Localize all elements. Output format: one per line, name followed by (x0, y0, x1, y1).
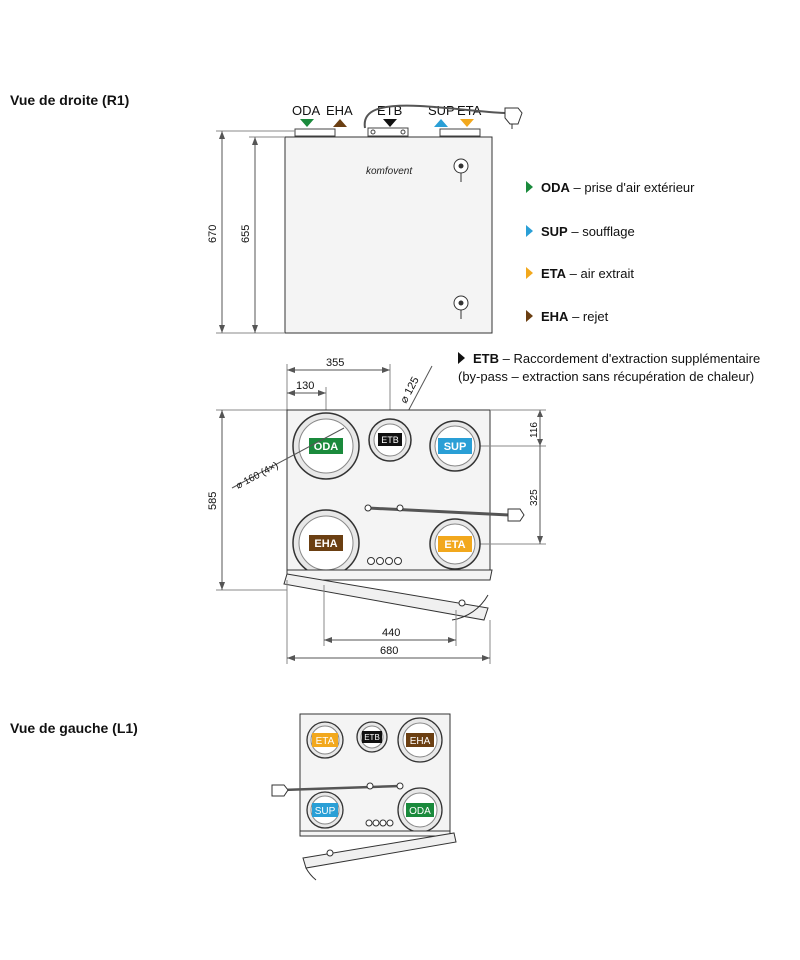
arrow-eta-down (460, 119, 474, 127)
port-oda: ODA (292, 412, 360, 480)
etb-note-code: ETB (473, 351, 499, 366)
dim-325: 325 (529, 489, 540, 506)
legend-eha-code: EHA (541, 309, 569, 324)
dim-680: 680 (380, 645, 398, 657)
dim-655: 655 (240, 225, 252, 243)
port-label-sup: SUP (444, 441, 467, 453)
legend-item-oda: ODA – prise d'air extérieur (526, 180, 694, 195)
etb-note-text1: – Raccordement d'extraction supplémentai… (499, 351, 761, 366)
left-port-sup: SUP (306, 791, 344, 829)
legend-oda-code: ODA (541, 180, 570, 195)
port-etb: ETB (368, 418, 412, 462)
port-eha: EHA (292, 509, 360, 577)
etb-note-icon (458, 352, 465, 364)
top-label-sup: SUP (428, 103, 455, 118)
power-cable (363, 104, 506, 129)
top-label-eha: EHA (326, 103, 353, 118)
port-eta: ETA (429, 518, 481, 570)
legend-sup-code: SUP (541, 224, 568, 239)
port-label-etb: ETB (381, 435, 399, 445)
dim-585: 585 (207, 492, 219, 510)
dim-355: 355 (326, 357, 344, 369)
arrow-eha-up (333, 119, 347, 127)
top-view: 355 130 ⌀ 125 97 585 116 325 (207, 357, 546, 664)
legend-sup-text: – soufflage (567, 224, 635, 239)
left-port-label-etb: ETB (364, 733, 380, 742)
legend: ODA – prise d'air extérieur SUP – souffl… (526, 180, 796, 330)
legend-sup-icon (526, 225, 533, 237)
legend-item-eta: ETA – air extrait (526, 266, 634, 281)
arrow-etb-down (383, 119, 397, 127)
legend-eha-icon (526, 310, 533, 322)
port-label-eha: EHA (314, 538, 337, 550)
port-label-oda: ODA (314, 441, 339, 453)
dim-116: 116 (529, 422, 540, 438)
legend-item-eha: EHA – rejet (526, 309, 608, 324)
legend-item-sup: SUP – soufflage (526, 224, 635, 239)
dim-130: 130 (296, 380, 314, 392)
etb-note-line1: ETB – Raccordement d'extraction suppléme… (458, 351, 760, 366)
dim-diam-160: ⌀ 160 (4×) (234, 460, 280, 491)
left-port-oda: ODA (397, 787, 443, 833)
etb-note: ETB – Raccordement d'extraction suppléme… (458, 351, 798, 391)
arrow-sup-up (434, 119, 448, 127)
left-view: ETA ETB EHA SUP ODA (271, 713, 457, 881)
brand-logo: komfovent (366, 166, 413, 177)
dim-diam-125: ⌀ 125 (398, 375, 422, 405)
legend-eta-code: ETA (541, 266, 567, 281)
left-port-eha: EHA (397, 717, 443, 763)
port-label-eta: ETA (444, 539, 465, 551)
legend-eta-text: – air extrait (566, 266, 634, 281)
left-port-label-eta: ETA (316, 736, 335, 747)
left-port-eta: ETA (306, 721, 344, 759)
left-view-plug (271, 784, 289, 797)
dim-670: 670 (207, 225, 219, 243)
top-view-plug (507, 508, 525, 522)
door-panel (286, 569, 493, 581)
legend-oda-text: – prise d'air extérieur (569, 180, 695, 195)
etb-note-text2: (by-pass – extraction sans récupération … (458, 369, 755, 384)
legend-eta-icon (526, 267, 533, 279)
left-view-title: Vue de gauche (L1) (10, 720, 138, 736)
power-plug (504, 107, 523, 125)
front-view: ODA EHA ETB SUP ETA komfovent (207, 103, 523, 334)
arrow-oda-down (300, 119, 314, 127)
right-view-title: Vue de droite (R1) (10, 92, 130, 108)
legend-oda-icon (526, 181, 533, 193)
legend-eha-text: – rejet (568, 309, 609, 324)
left-port-label-eha: EHA (410, 736, 431, 747)
left-port-label-sup: SUP (315, 806, 336, 817)
dim-440: 440 (382, 627, 400, 639)
top-label-oda: ODA (292, 103, 321, 118)
left-port-label-oda: ODA (409, 806, 431, 817)
left-port-etb: ETB (356, 721, 388, 753)
etb-note-line2: (by-pass – extraction sans récupération … (458, 369, 754, 384)
port-sup: SUP (429, 420, 481, 472)
